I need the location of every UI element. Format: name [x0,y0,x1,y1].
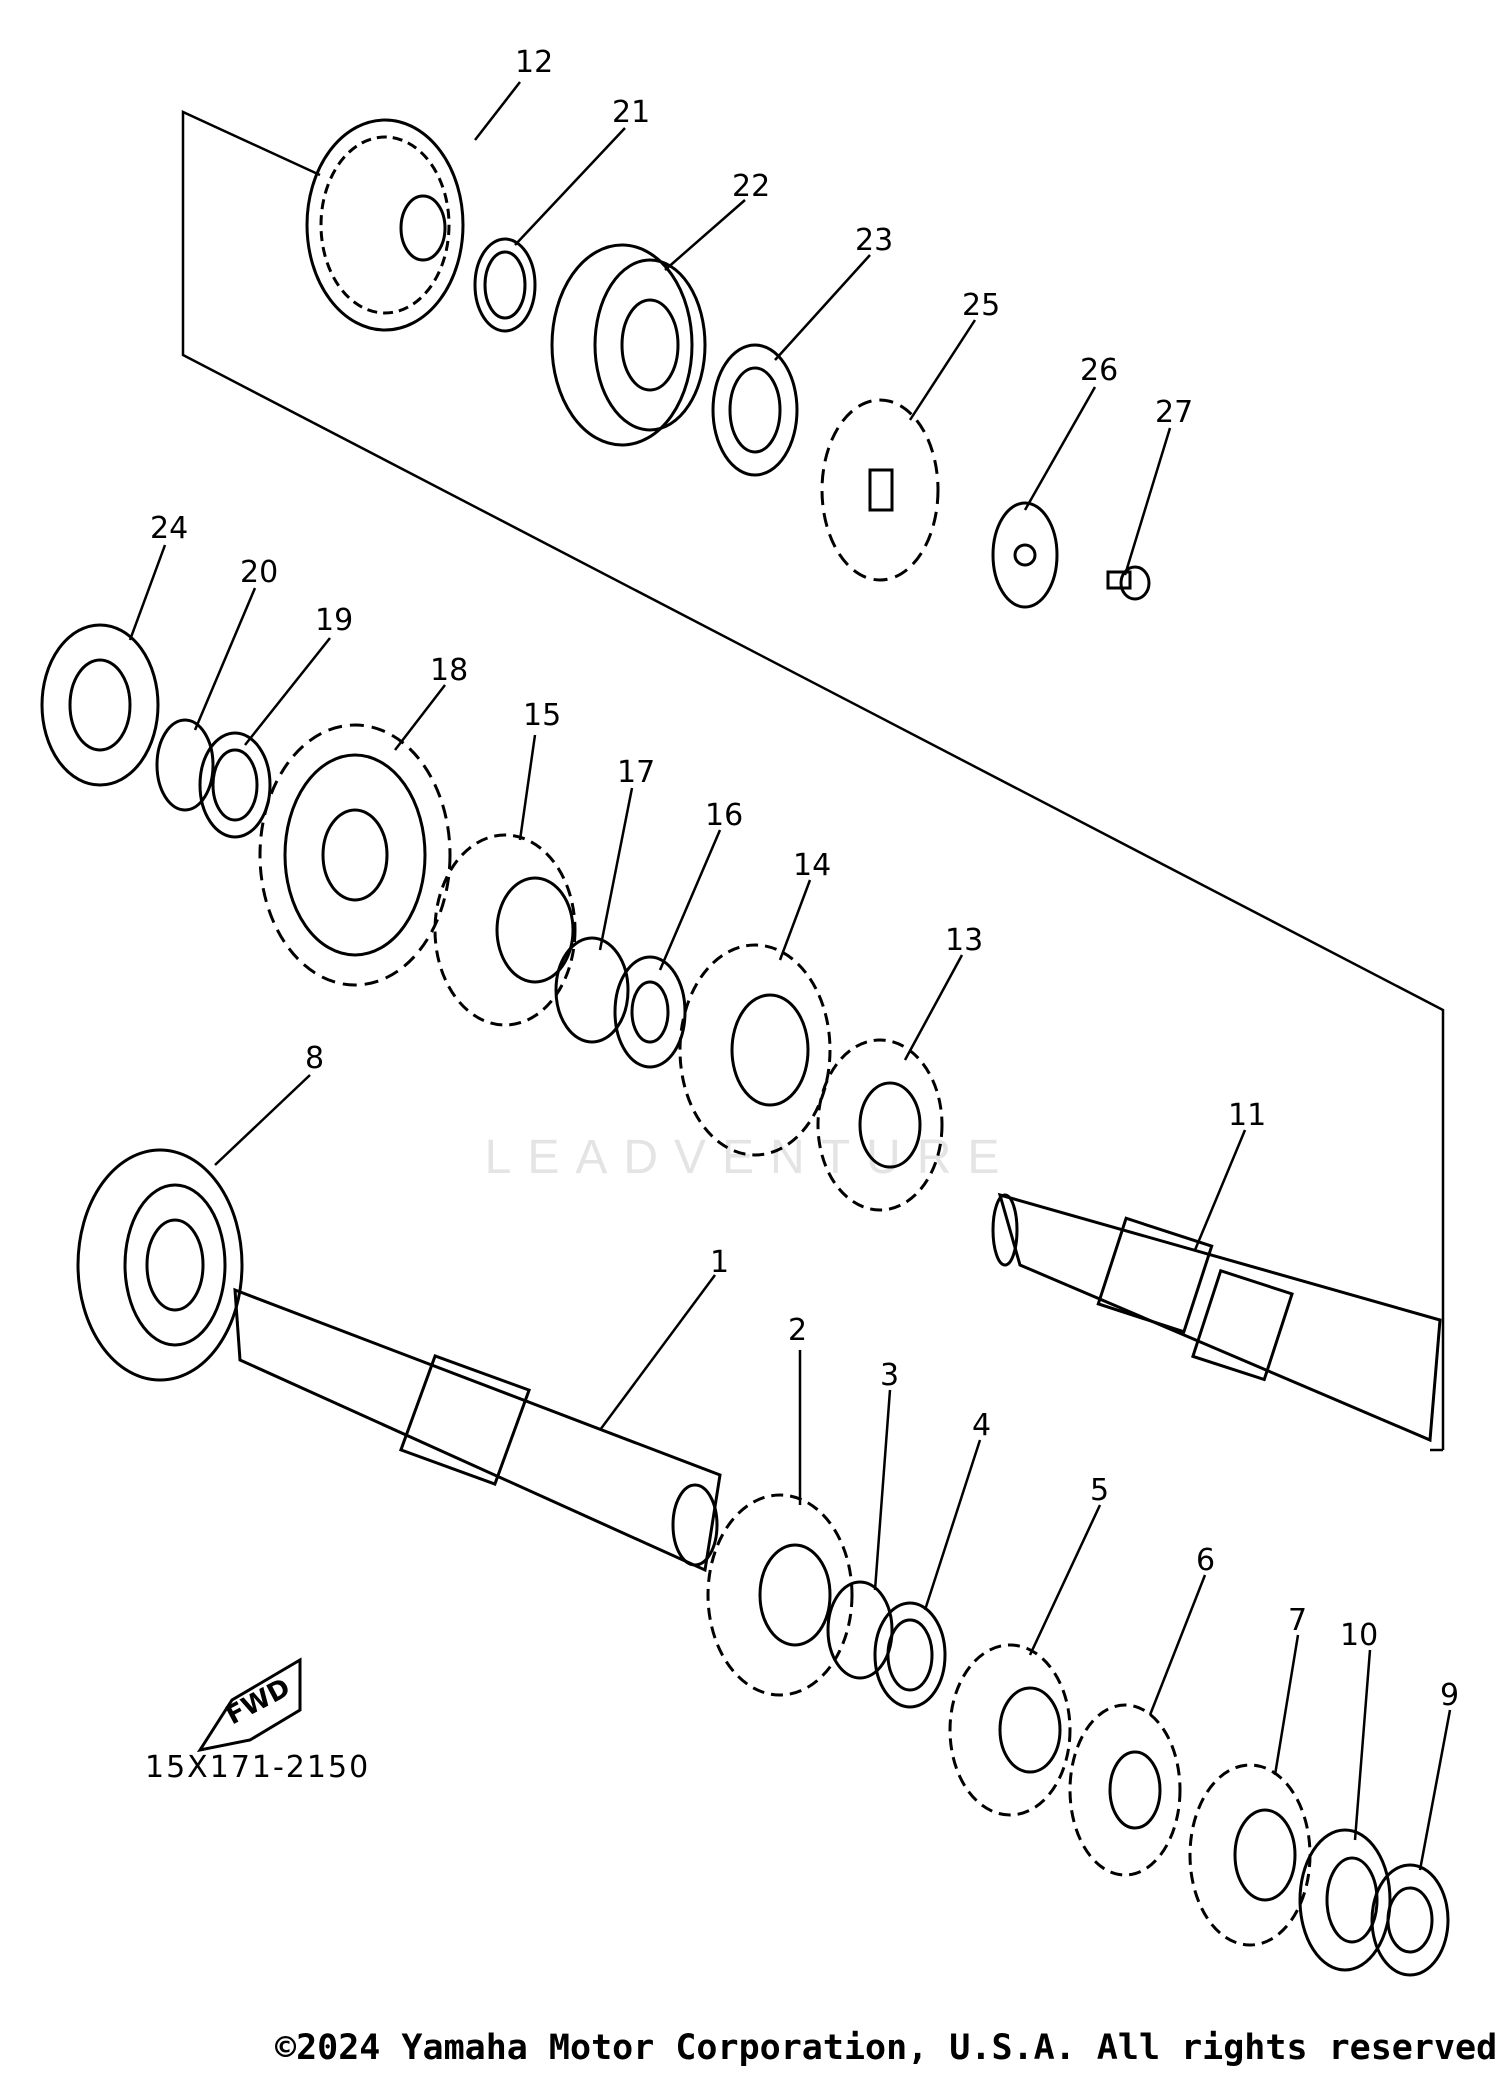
callout-20: 20 [240,555,278,590]
part-18-gear[interactable] [258,723,452,987]
group-boundary [181,110,1445,1452]
callout-21: 21 [612,95,650,130]
part-20-circlip[interactable] [155,718,215,812]
callout-25: 25 [962,288,1000,323]
part-15-gear[interactable] [433,833,577,1027]
callout-5: 5 [1090,1473,1109,1508]
part-13-gear[interactable] [816,1038,944,1212]
part-19-washer[interactable] [198,731,272,839]
callout-9: 9 [1440,1678,1459,1713]
callout-1: 1 [710,1245,729,1280]
part-9-oil-seal[interactable] [1370,1863,1450,1977]
part-23-oil-seal[interactable] [711,343,799,477]
part-2-gear[interactable] [706,1493,854,1697]
callout-14: 14 [793,848,831,883]
part-24-bearing[interactable] [40,623,160,787]
callout-11: 11 [1228,1098,1266,1133]
part-5-gear[interactable] [948,1643,1072,1817]
callout-6: 6 [1196,1543,1215,1578]
callout-2: 2 [788,1313,807,1348]
part-27-bolt[interactable] [1106,565,1151,601]
drawing-code: 15X171-2150 [145,1750,371,1785]
watermark: LEADVENTURE [484,1131,1016,1184]
part-8-bearing[interactable] [76,1148,244,1382]
part-26-lock-washer[interactable] [991,501,1059,609]
callout-7: 7 [1288,1603,1307,1638]
part-21-collar[interactable] [473,237,537,333]
callout-22: 22 [732,169,770,204]
fwd-arrow-icon: FWD [196,1657,302,1753]
part-22-bearing[interactable] [550,243,707,447]
callout-26: 26 [1080,353,1118,388]
part-14-gear[interactable] [678,943,832,1157]
callout-4: 4 [972,1408,991,1443]
callout-10: 10 [1340,1618,1378,1653]
part-3-circlip[interactable] [826,1580,894,1680]
callout-16: 16 [705,798,743,833]
part-12-gear[interactable] [305,118,465,332]
callout-17: 17 [617,755,655,790]
callout-8: 8 [305,1041,324,1076]
fwd-label: FWD [221,1673,295,1731]
callout-13: 13 [945,923,983,958]
callout-27: 27 [1155,395,1193,430]
part-6-gear[interactable] [1068,1703,1182,1877]
part-7-gear[interactable] [1188,1763,1312,1947]
callout-23: 23 [855,223,893,258]
part-1-main-axle[interactable] [233,1287,722,1573]
part-17-circlip[interactable] [554,936,630,1044]
part-10-bearing[interactable] [1298,1828,1392,1972]
part-16-washer[interactable] [613,955,687,1069]
part-4-washer[interactable] [873,1601,947,1709]
callout-19: 19 [315,603,353,638]
leader-lines [128,81,1452,1871]
callout-labels: 1 2 3 4 5 6 7 8 9 10 11 12 13 14 15 16 1… [150,45,1459,1713]
callout-3: 3 [880,1358,899,1393]
part-11-drive-axle[interactable] [991,1192,1442,1443]
callout-15: 15 [523,698,561,733]
callout-18: 18 [430,653,468,688]
copyright-notice: ©2024 Yamaha Motor Corporation, U.S.A. A… [275,2028,1500,2068]
part-25-drive-sprocket[interactable] [820,398,940,582]
callout-12: 12 [515,45,553,80]
callout-24: 24 [150,511,188,546]
